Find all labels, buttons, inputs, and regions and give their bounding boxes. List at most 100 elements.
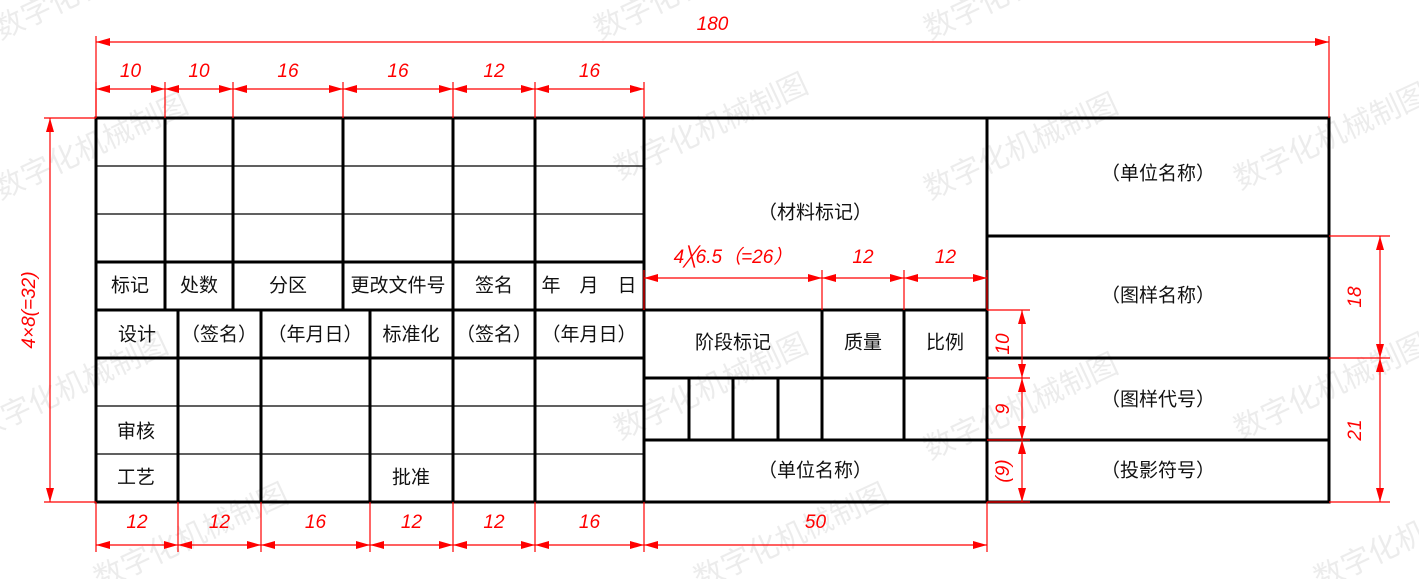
dimension-label: 12 [126,512,148,533]
arrowhead [329,85,343,93]
dimension-label: 16 [579,512,601,533]
review-label: 审核 [117,421,155,443]
dimension-label: 16 [579,61,601,82]
watermark-text: 数字化机械制图 [0,0,194,47]
sign-label: 设计 [118,324,156,346]
dimension-label: 4╳6.5（=26） [674,245,793,268]
header-label: 分区 [269,275,307,297]
watermark-text: 数字化机械制图 [689,477,894,579]
dimension-label: 10 [188,61,210,82]
watermark-text: 数字化机械制图 [609,67,814,187]
arrowhead [96,541,110,549]
drawing-code-label: （图样代号） [1101,389,1215,411]
sign-label: （签名） [181,324,257,346]
dimension-label: 16 [277,61,299,82]
arrowhead [904,274,918,282]
watermark-text: 数字化机械制图 [1309,477,1419,579]
arrowhead [1018,440,1026,454]
header-label: 签名 [475,275,513,297]
stage-label: 阶段标记 [695,332,771,354]
arrowhead [644,274,658,282]
arrowhead [261,541,275,549]
dimension-label: 12 [209,512,231,533]
watermark-text: 数字化机械制图 [1229,327,1419,447]
dimension-label: 10 [120,61,142,82]
arrowhead [1018,310,1026,324]
sign-label: 标准化 [382,324,439,346]
arrowhead [808,274,822,282]
dimension-label: 10 [993,333,1014,355]
arrowhead [96,38,110,46]
unit-label: （单位名称） [1101,163,1215,185]
arrowhead [46,488,54,502]
arrowhead [521,541,535,549]
watermark-text: 数字化机械制图 [89,477,294,579]
dimension-label: 18 [1345,286,1366,308]
dimension-label: 16 [305,512,327,533]
arrowhead [1018,426,1026,440]
drawing-name-label: （图样名称） [1101,285,1215,307]
arrowhead [370,541,384,549]
arrowhead [535,85,549,93]
header-label: 标记 [111,275,149,297]
arrowhead [521,85,535,93]
header-label: 年 月 日 [541,275,636,297]
unit-label: （单位名称） [758,460,872,482]
arrowhead [822,274,836,282]
sign-label: （签名） [456,324,532,346]
approve-label: 批准 [392,467,430,489]
dimension-label: 50 [805,512,827,533]
arrowhead [343,85,357,93]
arrowhead [96,85,110,93]
cell-labels: 标记 处数 分区 更改文件号 签名 年 月 日设计 （签名） （年月日） 标准化 （签名） （年月日… [19,14,1366,533]
dimension-label: 4×8(=32) [19,271,40,348]
mass-label: 质量 [844,332,882,354]
dimension-label: 180 [697,14,729,35]
dimension-lines [44,36,1390,552]
sign-label: （年月日） [541,324,636,346]
arrowhead [453,541,467,549]
projection-label: （投影符号） [1101,460,1215,482]
sign-label: （年月日） [267,324,362,346]
arrowhead [46,118,54,132]
arrowhead [1018,378,1026,392]
dimension-label: 12 [401,512,423,533]
arrowhead [1376,344,1384,358]
dimension-label: 12 [483,61,505,82]
arrowhead [973,541,987,549]
arrowhead [178,541,192,549]
dimension-label: 21 [1345,419,1366,441]
arrowhead [535,541,549,549]
arrowhead [1018,364,1026,378]
dimension-label: 9 [993,403,1014,414]
arrowhead [1376,358,1384,372]
dimension-label: 12 [852,247,874,268]
arrowhead [890,274,904,282]
table-lines [94,116,1331,504]
arrowhead [453,85,467,93]
arrowhead [151,85,165,93]
arrowhead [233,85,247,93]
arrowhead [1018,488,1026,502]
dimension-label: (9) [993,459,1014,482]
arrowhead [439,541,453,549]
scale-label: 比例 [926,332,964,354]
dimension-label: 12 [483,512,505,533]
watermark-text: 数字化机械制图 [919,87,1124,207]
arrowhead [439,85,453,93]
process-label: 工艺 [117,467,155,489]
arrowhead [630,541,644,549]
dimension-label: 12 [935,247,957,268]
arrowhead [644,541,658,549]
arrowhead [219,85,233,93]
arrowhead [247,541,261,549]
arrowhead [1376,236,1384,250]
arrowhead [1376,488,1384,502]
header-label: 更改文件号 [350,275,445,297]
arrowhead [165,85,179,93]
dimension-label: 16 [387,61,409,82]
header-label: 处数 [180,275,218,297]
arrowhead [630,85,644,93]
